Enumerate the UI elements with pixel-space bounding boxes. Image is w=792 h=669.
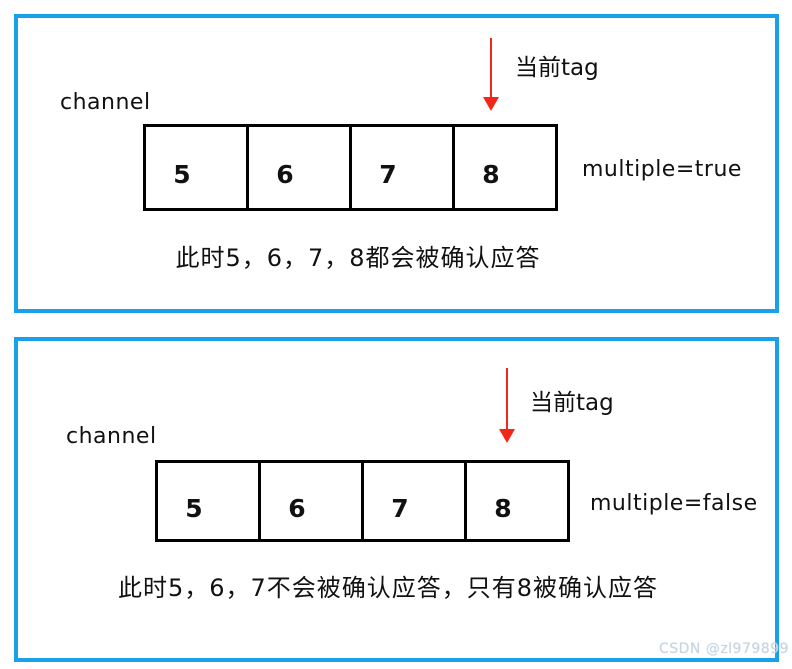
cell-value: 5 — [185, 493, 203, 523]
channel-cell: 6 — [258, 460, 364, 542]
cell-value: 6 — [276, 160, 294, 189]
arrow-line — [490, 38, 492, 98]
channel-cell: 8 — [464, 460, 570, 542]
channel-cell: 8 — [452, 124, 558, 211]
channel-label: channel — [60, 90, 151, 115]
channel-cells: 5 6 7 8 — [143, 124, 558, 211]
cell-value: 6 — [288, 493, 306, 523]
channel-label: channel — [66, 424, 157, 449]
channel-cell: 7 — [349, 124, 455, 211]
panel-multiple-true: 当前tag channel 5 6 7 8 multiple=true 此时5，… — [14, 14, 779, 313]
panel-multiple-false: 当前tag channel 5 6 7 8 multiple=false 此时5… — [14, 337, 779, 662]
caption: 此时5，6，7不会被确认应答，只有8被确认应答 — [117, 574, 659, 602]
channel-cell: 5 — [155, 460, 261, 542]
arrow-head-icon — [499, 429, 515, 443]
cell-value: 7 — [379, 160, 397, 189]
mode-label: multiple=false — [590, 491, 758, 516]
arrow-line — [506, 368, 508, 430]
mode-label: multiple=true — [582, 157, 742, 182]
channel-cell: 5 — [143, 124, 249, 211]
cell-value: 5 — [173, 160, 191, 189]
current-tag-label: 当前tag — [515, 55, 599, 81]
watermark: CSDN @zl979899 — [658, 641, 789, 657]
cell-value: 8 — [482, 160, 500, 189]
arrow-head-icon — [483, 97, 499, 111]
channel-cell: 6 — [246, 124, 352, 211]
channel-cell: 7 — [361, 460, 467, 542]
cell-value: 7 — [391, 493, 409, 523]
cell-value: 8 — [494, 493, 512, 523]
current-tag-label: 当前tag — [530, 390, 614, 416]
caption: 此时5，6，7，8都会被确认应答 — [175, 244, 541, 272]
channel-cells: 5 6 7 8 — [155, 460, 570, 542]
